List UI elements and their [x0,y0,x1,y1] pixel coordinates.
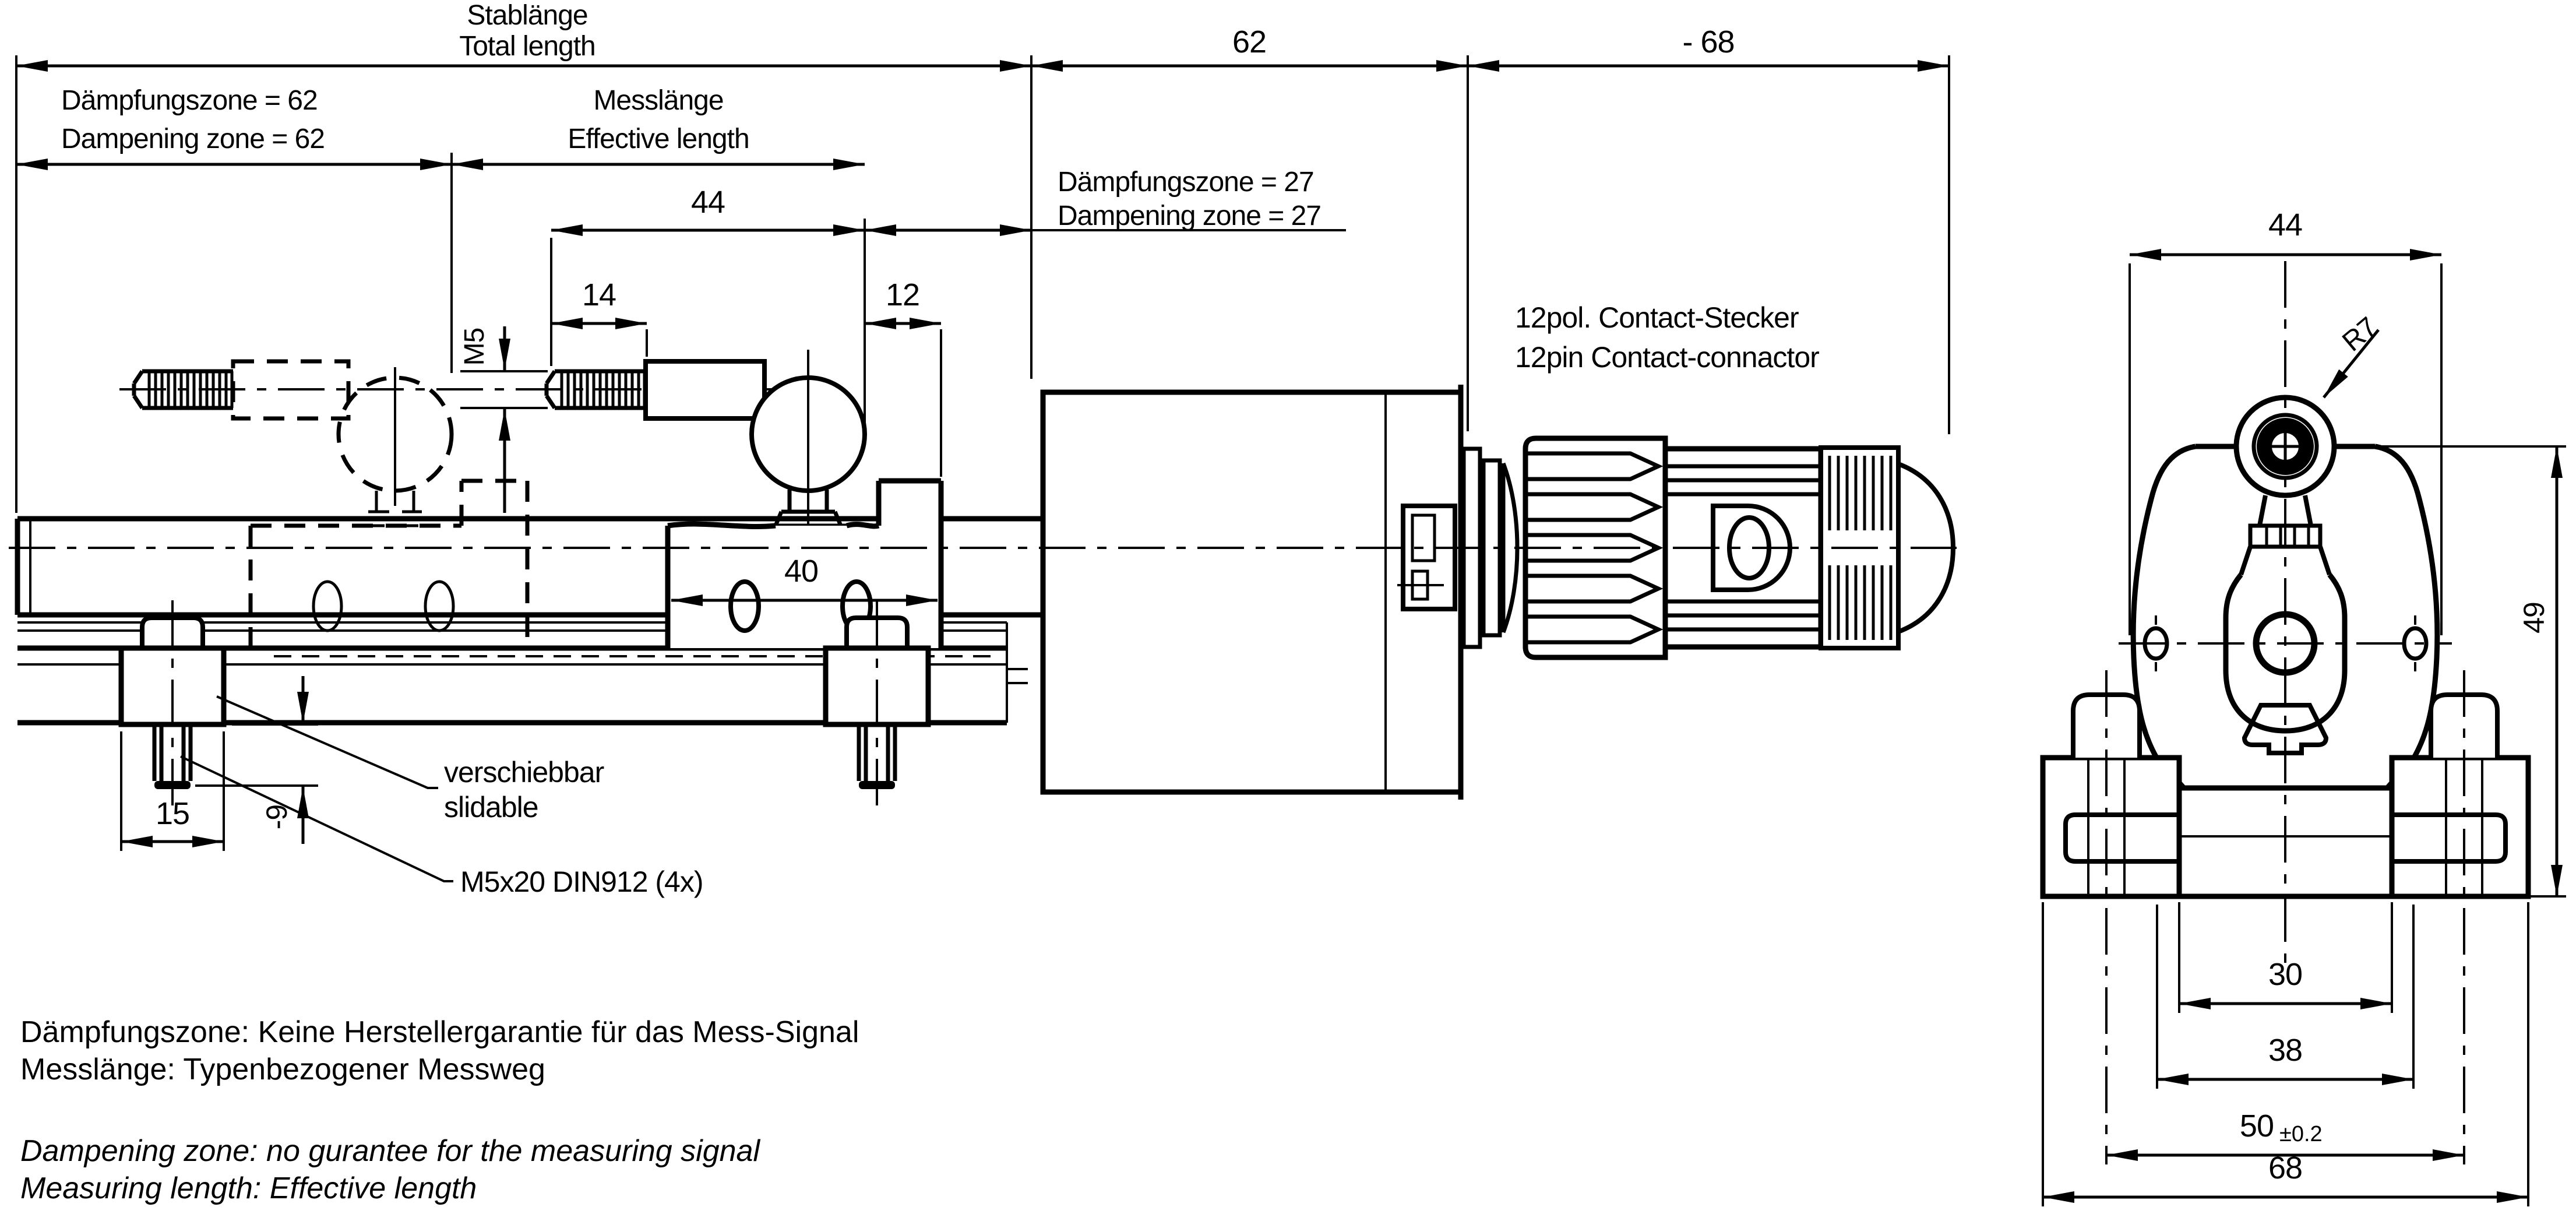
connector-label-de: 12pol. Contact-Stecker [1515,301,1799,334]
end-foot-left [2040,670,2182,1164]
phantom-adapter [231,359,351,421]
housing-socket [1397,504,1457,611]
dim-minus-9-value: -9 [260,805,293,829]
total-length-label-en: Total length [459,31,595,62]
end-body-right-side [2374,444,2440,758]
leader-slidable: verschiebbar slidable [216,695,605,824]
dim-r7: R7 [2323,312,2383,399]
dim-minus-9: -9 [195,676,318,844]
foot-right [823,600,931,813]
m5-label: M5 [459,328,490,366]
dim-50: 50 ±0.2 [2106,1109,2464,1161]
housing [1040,385,1464,800]
end-dimensions: 44 R7 49 30 38 50 [2042,207,2566,1206]
dim-measuring-length: Messlänge Effective length [452,85,865,170]
end-foot-right [2389,670,2531,1164]
dim-68-end: 68 [2042,902,2529,1206]
foot-left [118,600,227,813]
connector-ribs [1828,456,1893,640]
phantom-rod-end [119,359,775,648]
dim-minus-68-value: - 68 [1682,24,1734,59]
phantom-ball [336,375,454,493]
footnotes: Dämpfungszone: Keine Herstellergarantie … [20,1015,859,1205]
dim-30-value: 30 [2268,957,2302,992]
dim-44-main: 44 [551,185,865,236]
meas-length-label-de: Messlänge [593,85,723,116]
dim-40: 40 [671,554,938,606]
rod-end-ball-joint [544,350,867,641]
dim-40-value: 40 [784,554,818,589]
slidable-label-en: slidable [444,791,538,824]
phantom-carriage-hole-right [424,580,455,632]
carriage-edges [665,478,944,648]
dim-damp-zone-62: Dämpfungszone = 62 Dampening zone = 62 [16,85,452,170]
carriage: 40 [665,478,944,648]
dim-14: 14 [551,277,647,329]
note-en-2: Measuring length: Effective length [20,1171,477,1205]
total-length-label-de: Stablänge [467,0,587,31]
note-en-1: Dampening zone: no gurantee for the meas… [20,1134,760,1168]
dim-62: 62 [1031,24,1468,72]
dim-44-value: 44 [691,185,725,220]
note-de-2: Messlänge: Typenbezogener Messweg [20,1053,545,1086]
main-dimensions: Stablänge Total length 62 - 68 Dämpfungs… [15,0,1950,898]
connector-sleeve-stripes [1665,464,1821,632]
phantom-carriage-outline [248,478,530,648]
dim-30: 30 [2178,902,2393,1013]
dim-50-value: 50 [2240,1109,2274,1143]
carriage-hole-left [728,579,761,633]
dim-m5: M5 [459,326,548,513]
foot-right-bolt-shank [857,724,897,781]
dim-38: 38 [2156,905,2415,1089]
dim-15: 15 [120,731,225,851]
threaded-stud [544,369,646,410]
dim-minus-68: - 68 [1468,24,1949,72]
screw-spec-label: M5x20 DIN912 (4x) [460,865,703,898]
dim-44-end-value: 44 [2268,207,2302,242]
dim-14-value: 14 [582,277,616,312]
damp27-label-de: Dämpfungszone = 27 [1058,167,1314,198]
dim-38-value: 38 [2268,1033,2302,1068]
housing-body [1040,389,1464,795]
dim-68-end-value: 68 [2268,1150,2302,1185]
connector-bayonet-slot [1711,504,1792,592]
carriage-top-wavy [667,521,880,529]
dim-12-value: 12 [886,277,919,312]
foot-left-bolt-shank [152,724,193,781]
r7-label: R7 [2337,312,2383,358]
damp27-label-en: Dampening zone = 27 [1058,200,1321,231]
phantom-neck [364,491,427,527]
dim-total-length: Stablänge Total length [16,0,1031,72]
phantom-carriage-hole-left [312,580,343,632]
note-de-1: Dämpfungszone: Keine Herstellergarantie … [20,1015,859,1049]
damp62-label-en: Dampening zone = 62 [61,124,325,154]
dim-15-value: 15 [156,796,189,831]
phantom-thread [132,369,234,410]
dim-damp-zone-27: Dämpfungszone = 27 Dampening zone = 27 [865,167,1346,236]
dim-12: 12 [865,277,941,329]
end-keyway [2242,703,2329,755]
dim-62-value: 62 [1232,24,1266,59]
damp62-label-de: Dämpfungszone = 62 [61,85,318,116]
end-body-left-side [2130,444,2196,758]
dim-49: 49 [2375,445,2566,898]
dim-49-value: 49 [2518,602,2550,634]
connector-label: 12pol. Contact-Stecker 12pin Contact-con… [1515,301,1820,374]
main-side-view: 40 [9,0,1957,898]
ball-neck-collar [773,490,847,528]
connector-label-en: 12pin Contact-connactor [1515,341,1819,374]
meas-length-label-en: Effective length [568,124,749,154]
slidable-label-de: verschiebbar [444,756,604,789]
dim-44-end: 44 [2129,207,2443,635]
leader-screw-spec: M5x20 DIN912 (4x) [180,755,704,898]
adapter-body [643,359,767,421]
rail-right-end [1006,622,1028,723]
dim-50-tolerance: ±0.2 [2279,1122,2323,1146]
end-view: 44 R7 49 30 38 50 [2040,207,2566,1206]
